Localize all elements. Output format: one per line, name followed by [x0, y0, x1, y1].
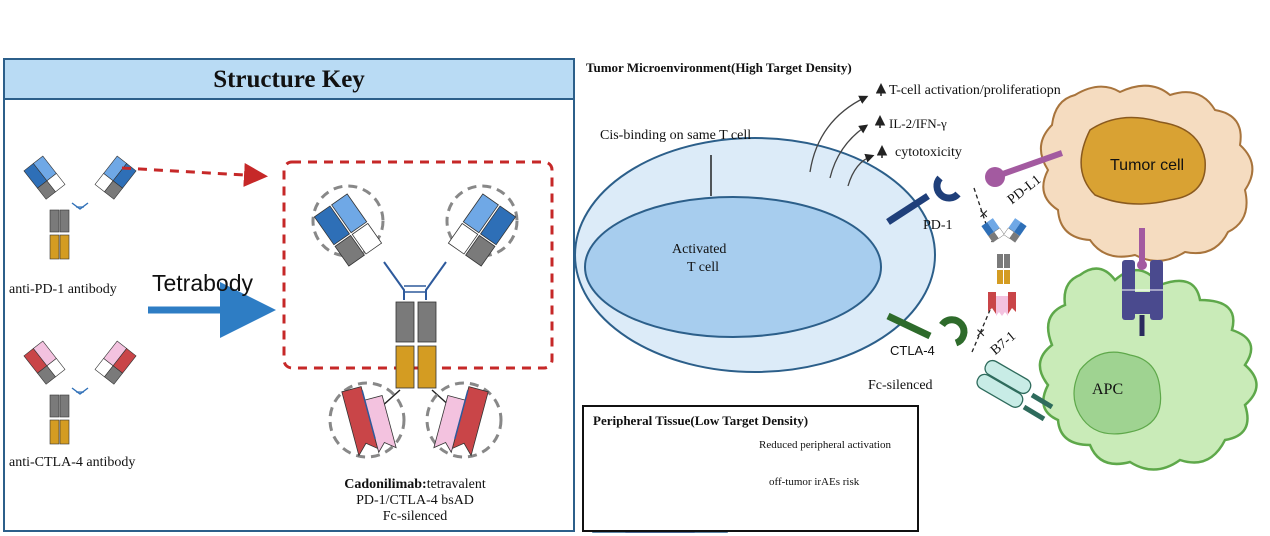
- anti-pd1-label: anti-PD-1 antibody: [9, 282, 117, 297]
- anti-pd1-antibody-icon: [23, 155, 137, 260]
- cadonilimab-antibody-icon: [311, 184, 519, 459]
- anti-ctla4-antibody-icon: [23, 340, 137, 445]
- peripheral-title: Peripheral Tissue(Low Target Density): [593, 413, 809, 428]
- structure-key-panel: Structure Key: [3, 58, 575, 532]
- pd1-label: PD-1: [923, 218, 953, 233]
- ctla4-receptor-icon: [886, 312, 968, 347]
- cadonilimab-caption: Cadonilimab:tetravalent PD-1/CTLA-4 bsAD…: [340, 477, 490, 525]
- tumor-cell-nucleus: [1080, 116, 1206, 205]
- pd1-receptor-icon: [886, 175, 961, 225]
- tme-title: Tumor Microenvironment(High Target Densi…: [586, 60, 852, 75]
- cadonilimab-line3: Fc-silenced: [382, 509, 448, 524]
- peripheral-tcell-label: T cell: [638, 500, 669, 515]
- cis-binding-label: Cis-binding on same T cell: [600, 128, 752, 143]
- cadonilimab-line2: PD-1/CTLA-4 bsAD: [356, 493, 474, 508]
- apc-cell-nucleus: [1073, 351, 1162, 435]
- pdl1-head-icon: [985, 167, 1005, 187]
- cadonilimab-name: Cadonilimab:: [344, 477, 427, 492]
- reduced-activation-label: Reduced peripheral activation: [759, 439, 891, 451]
- cadonilimab-desc: tetravalent: [426, 477, 486, 492]
- structure-key-title: Structure Key: [5, 60, 573, 100]
- effect-cytokine-label: IL-2/IFN-γ: [889, 116, 947, 131]
- activated-line1: Activated: [672, 242, 727, 257]
- effect-arrow-1: [809, 95, 869, 173]
- anti-ctla4-label: anti-CTLA-4 antibody: [9, 455, 136, 470]
- tumor-cell-label: Tumor cell: [1110, 157, 1185, 174]
- effect-arrow-2: [829, 124, 869, 179]
- mhc-connector-icon: [1122, 228, 1163, 336]
- small-bispecific-antibody-icon: [981, 218, 1027, 316]
- svg-text:×: ×: [979, 206, 988, 223]
- effect-cytotoxicity-label: cytotoxicity: [895, 145, 962, 160]
- pdl1-stem: [998, 150, 1064, 178]
- peripheral-tissue-panel: [582, 405, 919, 532]
- activated-line2: T cell: [687, 260, 720, 275]
- activated-t-cell-nucleus: [584, 196, 882, 338]
- b7-1-ligand-icon: [976, 359, 1054, 422]
- tetrabody-label: Tetrabody: [152, 270, 254, 296]
- ctla4-label: CTLA-4: [890, 343, 935, 358]
- fc-silenced-label: Fc-silenced: [868, 378, 933, 393]
- apc-label: APC: [1092, 381, 1124, 398]
- effect-arrow-3: [847, 153, 875, 187]
- effect-activation-label: T-cell activation/proliferatiopn: [889, 83, 1061, 98]
- dashed-pointer-arrow: [121, 162, 268, 187]
- off-tumor-label: off-tumor irAEs risk: [769, 476, 860, 488]
- svg-text:×: ×: [976, 325, 985, 342]
